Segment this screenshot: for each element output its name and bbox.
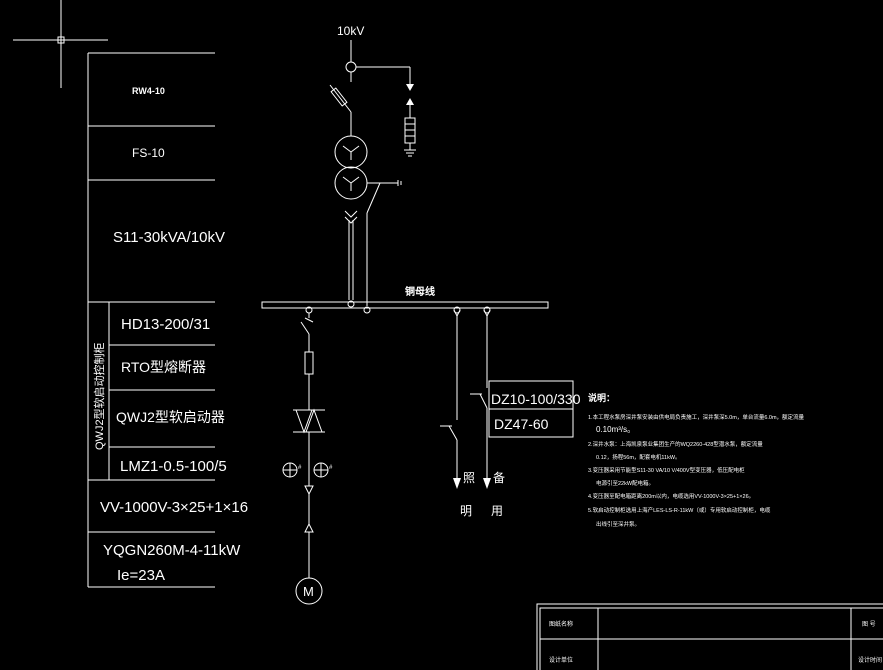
- dropout-fuse-icon: [329, 84, 352, 113]
- title-block: 图纸名称 设计单位 图 号 设计时间: [536, 603, 883, 670]
- branch-spare-2: 用: [491, 504, 503, 518]
- note-line: 1.本工程水泵房深井泵安装由供电局负责施工，深井泵深5.0m，单台流量6.0m，…: [588, 413, 805, 421]
- motor-icon: [295, 577, 323, 605]
- branch-lighting: 照 明: [440, 306, 475, 518]
- arrester-arrow-icon: [406, 84, 414, 91]
- table-row-fuse: RTO型熔断器: [121, 359, 206, 375]
- svg-text:#: #: [298, 465, 302, 471]
- motor-symbol: M: [303, 584, 314, 599]
- titleblock-drawing-no: 图 号: [862, 621, 876, 628]
- equipment-table: RW4-10 FS-10 S11-30kVA/10kV HD13-200/31 …: [87, 52, 248, 588]
- note-line: 5.软启动控制柜选用上海产LES-LS-R-11kW（或）专用软启动控制柜，电缆: [588, 506, 771, 514]
- lighting-arrow-icon: [453, 478, 461, 489]
- source-label: 10kV: [337, 24, 364, 38]
- titleblock-design-unit: 设计单位: [549, 656, 573, 664]
- branch-lighting-2: 明: [460, 504, 472, 518]
- table-row-current: Ie=23A: [117, 567, 165, 584]
- note-line: 3.变压器采用节能型S11-30 VA/10 V/400V型变压器，低压配电柜: [588, 466, 745, 474]
- note-line: 0.12，扬程56m，配套电机11kW。: [596, 453, 681, 461]
- soft-starter-thyristor-icon: [293, 408, 325, 434]
- table-row-rw4: RW4-10: [132, 86, 165, 96]
- notes: 说明： 1.本工程水泵房深井泵安装由供电局负责施工，深井泵深5.0m，单台流量6…: [588, 392, 805, 528]
- table-row-motor: YQGN260M-4-11kW: [103, 542, 241, 559]
- note-line: 0.10m³/s。: [596, 425, 635, 434]
- notes-title: 说明：: [588, 392, 615, 403]
- breaker-2-label: DZ47-60: [494, 416, 549, 432]
- note-line: 电源引至22kW配电箱。: [596, 479, 654, 487]
- note-line: 4.变压器至配电箱距离200m以内，电缆选用VV-1000V-3×25+1×26…: [588, 492, 754, 500]
- table-row-transformer: S11-30kVA/10kV: [113, 229, 225, 246]
- titleblock-design-time: 设计时间: [858, 656, 882, 664]
- crosshair-cursor-icon: [13, 0, 108, 88]
- breaker-1-label: DZ10-100/330: [491, 391, 581, 407]
- table-row-fs: FS-10: [132, 146, 165, 160]
- busbar-label: 铜母线: [405, 285, 435, 298]
- table-row-switch: HD13-200/31: [121, 316, 210, 333]
- breaker-box: DZ10-100/330 DZ47-60: [488, 380, 581, 438]
- titleblock-drawing-name: 图纸名称: [549, 620, 573, 628]
- branch-lighting-1: 照: [463, 471, 475, 485]
- isolator-icon: [304, 317, 314, 323]
- table-row-cable: VV-1000V-3×25+1×16: [100, 499, 248, 516]
- table-row-ct: LMZ1-0.5-100/5: [120, 458, 227, 475]
- cabinet-label: QWJ2型软启动控制柜: [92, 342, 106, 450]
- breaker-icon: [448, 425, 458, 441]
- branch-spare-1: 备: [493, 471, 505, 485]
- table-row-soft-starter: QWJ2型软启动器: [116, 409, 225, 425]
- branch-spare: 备 用: [470, 306, 505, 518]
- busbar: 铜母线: [261, 285, 549, 309]
- source-section: 10kV: [329, 24, 416, 157]
- spare-arrow-icon: [483, 478, 491, 489]
- fuse-icon: [304, 351, 314, 375]
- cable-head-icon: [344, 210, 358, 224]
- note-line: 2.深井水泵：上海凯泉泵业集团生产的WQ2260-428型潜水泵，额定流量: [588, 440, 763, 448]
- transformer-icon: [334, 135, 402, 200]
- motor-feeder: # # M: [282, 306, 333, 605]
- current-transformer-icon: # #: [282, 462, 333, 478]
- svg-text:#: #: [329, 465, 333, 471]
- note-line: 出线引至深井泵。: [596, 520, 640, 528]
